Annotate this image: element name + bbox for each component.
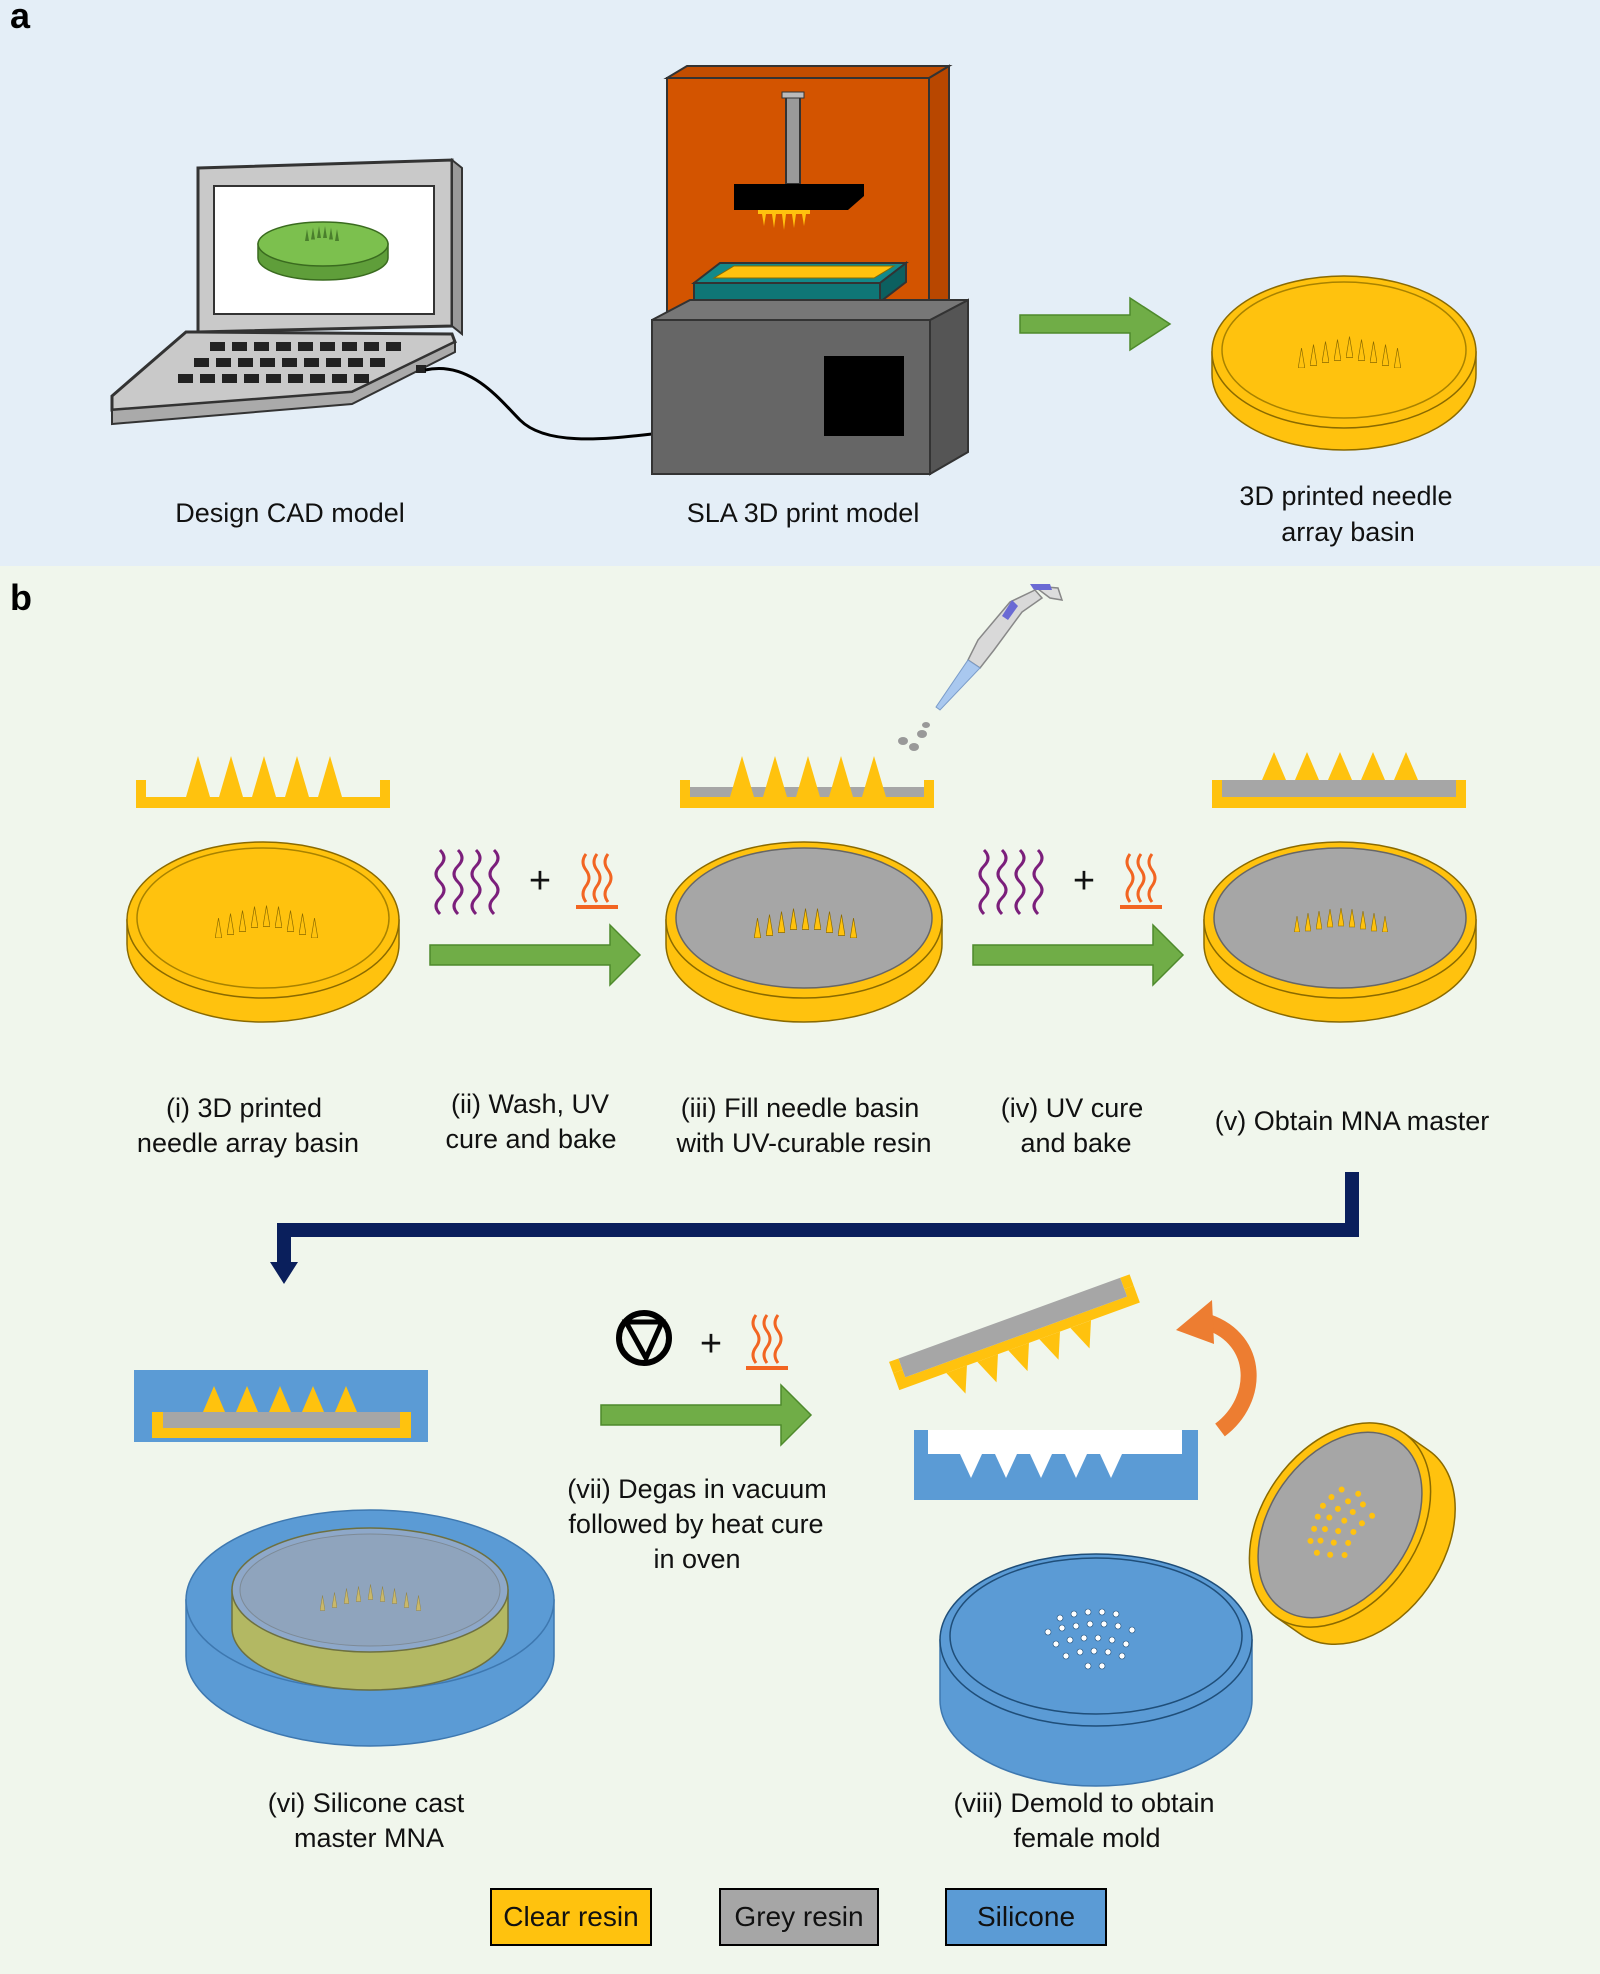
caption-step-ii-line1: (ii) Wash, UV: [451, 1089, 609, 1119]
basin-panel-a: [1211, 275, 1477, 451]
plus-ii: +: [529, 860, 551, 902]
uv-icon-ii: [434, 848, 500, 916]
arrow-vii: [600, 1383, 813, 1447]
uv-icon-iv: [978, 848, 1044, 916]
vacuum-pump-icon: [616, 1310, 672, 1366]
printer-z-axis-top: [781, 91, 805, 99]
caption-sla-print: SLA 3D print model: [687, 498, 920, 528]
navy-connector-arrow: [277, 1172, 1359, 1266]
heat-icon-vii: [746, 1314, 788, 1370]
cross-section-v: [1212, 752, 1466, 808]
legend-item-grey-resin: Grey resin: [719, 1888, 879, 1946]
arrow-print-to-basin: [1019, 296, 1172, 352]
printer-base-top: [651, 299, 969, 321]
panel-a-label: a: [10, 0, 31, 36]
caption-step-viii-line1: (viii) Demold to obtain: [953, 1788, 1214, 1818]
navy-arrowhead: [270, 1262, 298, 1284]
basin-i: [126, 841, 400, 1023]
caption-basin-line2: array basin: [1281, 517, 1415, 547]
resin-vat: [691, 260, 909, 305]
caption-step-iii-line2: with UV-curable resin: [675, 1128, 931, 1158]
caption-step-ii-line2: cure and bake: [445, 1124, 616, 1154]
caption-step-iv-line1: (iv) UV cure: [1001, 1093, 1144, 1123]
silicone-cast-vi: [185, 1509, 555, 1747]
laptop: [110, 157, 463, 426]
cad-model-disc: [257, 221, 389, 281]
cross-section-i: [136, 756, 390, 808]
panel-b-label: b: [10, 577, 32, 618]
caption-step-vii-line3: in oven: [653, 1544, 740, 1574]
demold-curved-arrow: [1204, 1314, 1257, 1437]
heat-icon-ii: [576, 853, 618, 909]
caption-step-vi-line1: (vi) Silicone cast: [268, 1788, 465, 1818]
sla-printer: [651, 64, 969, 476]
legend-label-clear-resin: Clear resin: [503, 1901, 638, 1932]
female-mold-cross-section: [914, 1430, 1198, 1500]
laptop-usb-port: [416, 365, 426, 373]
usb-cable: [424, 367, 653, 441]
printed-needles: [758, 210, 810, 230]
caption-basin-line1: 3D printed needle: [1239, 481, 1452, 511]
cross-section-iii: [680, 756, 934, 808]
caption-step-vii-line2: followed by heat cure: [568, 1509, 823, 1539]
tilted-master-cross-section: [889, 1274, 1140, 1394]
female-mold-disc: [939, 1553, 1253, 1787]
caption-step-vi-line2: master MNA: [294, 1823, 444, 1853]
caption-design-cad: Design CAD model: [175, 498, 405, 528]
caption-step-v: (v) Obtain MNA master: [1215, 1106, 1490, 1136]
caption-step-i-line2: needle array basin: [137, 1128, 359, 1158]
caption-step-vii-line1: (vii) Degas in vacuum: [567, 1474, 827, 1504]
basin-v: [1203, 841, 1477, 1023]
printer-z-axis: [785, 93, 801, 185]
demolded-master-disc: [1248, 1422, 1456, 1646]
legend-item-clear-resin: Clear resin: [490, 1888, 652, 1946]
legend: Clear resin Grey resin Silicone: [490, 1888, 1107, 1946]
demold-arrowhead: [1176, 1300, 1214, 1344]
caption-step-iv-line2: and bake: [1020, 1128, 1131, 1158]
laptop-base-edge: [111, 340, 456, 426]
plus-iv: +: [1073, 860, 1095, 902]
printer-hood-top: [663, 65, 953, 79]
caption-step-viii-line2: female mold: [1013, 1823, 1160, 1853]
pipette-icon: [898, 584, 1064, 751]
plus-vii: +: [700, 1323, 722, 1365]
legend-label-grey-resin: Grey resin: [734, 1901, 863, 1932]
laptop-screen-back: [451, 157, 463, 337]
printer-control-panel: [824, 356, 904, 436]
panel-b-background: [0, 566, 1600, 1974]
build-platform: [734, 184, 864, 210]
caption-step-i-line1: (i) 3D printed: [166, 1093, 322, 1123]
laptop-keys: [178, 342, 401, 383]
cross-section-vi: [134, 1370, 428, 1442]
printer-hood-side: [928, 64, 950, 322]
legend-label-silicone: Silicone: [977, 1901, 1075, 1932]
caption-step-iii-line1: (iii) Fill needle basin: [681, 1093, 920, 1123]
heat-icon-iv: [1120, 853, 1162, 909]
printer-base-side: [929, 298, 969, 476]
arrow-ii: [429, 923, 642, 987]
legend-item-silicone: Silicone: [945, 1888, 1107, 1946]
basin-iii: [665, 841, 943, 1023]
arrow-iv: [972, 923, 1185, 987]
